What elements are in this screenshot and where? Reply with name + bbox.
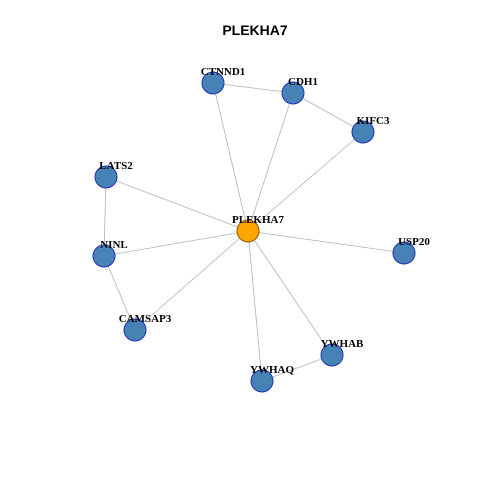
node-cdh1 [281,81,305,105]
node-plekha7 [236,219,260,243]
node-lats2 [94,165,118,189]
node-label-camsap3: CAMSAP3 [119,313,172,325]
edges-layer [103,82,405,382]
node-label-ninl: NINL [100,239,128,251]
edge-plekha7-cdh1 [247,92,294,232]
node-label-ywhab: YWHAB [321,338,364,350]
node-label-plekha7: PLEKHA7 [232,214,284,226]
edge-ninl-camsap3 [103,255,136,331]
node-label-lats2: LATS2 [99,160,133,172]
node-label-ywhaq: YWHAQ [250,364,294,376]
edge-cdh1-kifc3 [292,92,364,133]
node-label-cdh1: CDH1 [288,76,318,88]
graph-title: PLEKHA7 [222,22,288,38]
edge-plekha7-ywhaq [247,230,263,382]
edge-lats2-ninl [103,176,107,257]
nodes-layer [92,71,416,393]
edge-plekha7-ywhab [247,230,333,356]
edge-plekha7-ctnnd1 [212,82,249,232]
node-ctnnd1 [201,71,225,95]
node-ninl [92,244,116,268]
edge-plekha7-usp20 [247,230,405,254]
node-label-ctnnd1: CTNND1 [201,66,246,78]
edge-plekha7-camsap3 [134,230,249,331]
edge-ctnnd1-cdh1 [212,82,294,94]
edge-plekha7-ninl [103,230,249,257]
edge-plekha7-kifc3 [247,131,364,232]
edge-plekha7-lats2 [105,176,249,232]
node-label-usp20: USP20 [398,236,430,248]
node-usp20 [392,241,416,265]
edge-ywhab-ywhaq [261,354,333,382]
node-camsap3 [123,318,147,342]
node-ywhaq [250,369,274,393]
node-kifc3 [351,120,375,144]
node-ywhab [320,343,344,367]
node-label-kifc3: KIFC3 [357,115,391,127]
